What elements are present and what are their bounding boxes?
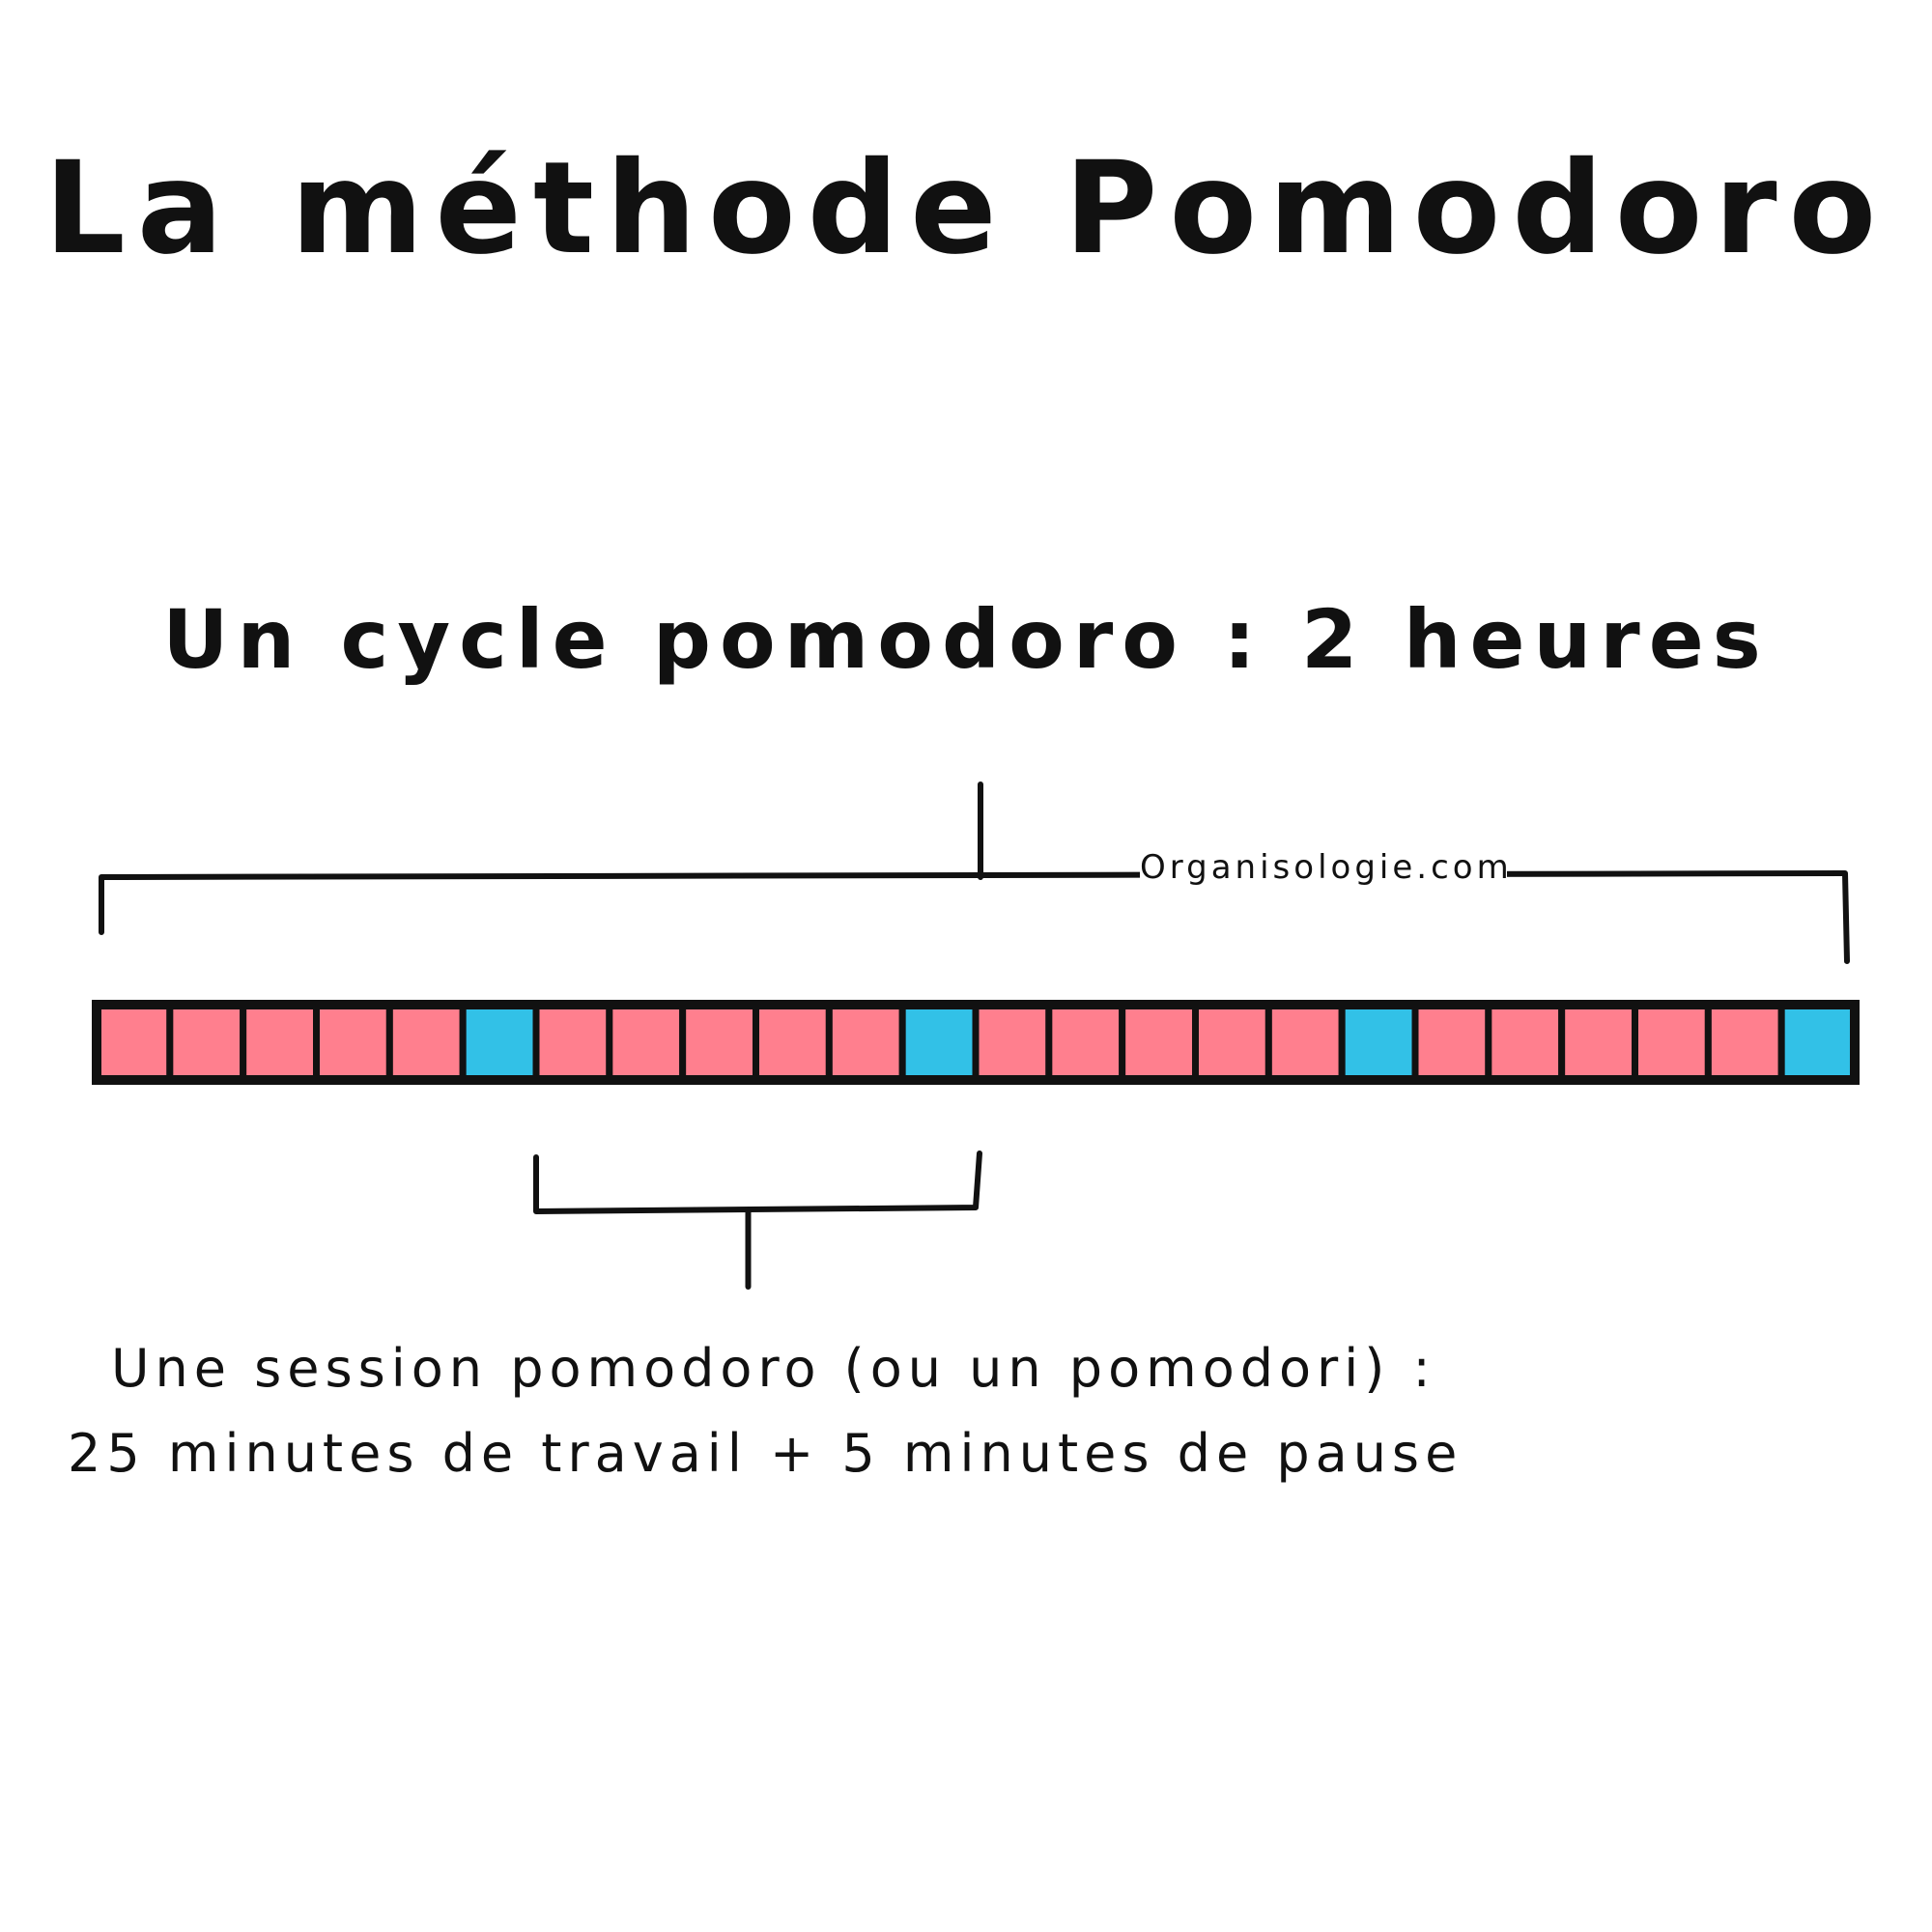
watermark-text: Organisologie.com [1140,848,1513,887]
pause-block [1777,1001,1859,1084]
session-description-line1: Une session pomodoro (ou un pomodori) : [111,1338,1436,1399]
page-title: La méthode Pomodoro [43,134,1889,283]
work-block [385,1001,467,1084]
work-block [606,1001,687,1084]
work-block [1704,1001,1785,1084]
pause-block [898,1001,980,1084]
pause-block [1338,1001,1419,1084]
cycle-bracket-line [99,870,1850,964]
work-block [825,1001,906,1084]
session-bracket-line [533,1151,982,1214]
work-highlight: travail [524,1428,761,1501]
work-block [1045,1001,1126,1084]
session-bracket [533,1151,982,1290]
work-block [166,1001,247,1084]
pomodoro-blocks [92,1000,1860,1085]
work-block [313,1001,393,1084]
work-block [240,1001,321,1084]
work-block [1192,1001,1272,1084]
desc-pause-word: pause [1276,1423,1463,1484]
work-block [532,1001,613,1084]
work-block [753,1001,833,1084]
timeline-outline [92,1000,1860,1085]
work-block [1264,1001,1346,1084]
work-block [679,1001,760,1084]
cycle-subtitle: Un cycle pomodoro : 2 heures [162,592,1770,687]
work-block [972,1001,1053,1084]
work-block [1558,1001,1638,1084]
work-block [1485,1001,1566,1084]
work-block [1411,1001,1492,1084]
desc-work-word: travail [541,1423,748,1484]
session-description-line2: 25 minutes de travail + 5 minutes de pau… [68,1428,1477,1501]
pause-block [459,1001,540,1084]
pause-highlight: pause [1259,1428,1477,1501]
desc-prefix: 25 minutes de [68,1423,542,1484]
work-block [1119,1001,1199,1084]
cycle-bracket [99,781,1850,964]
desc-middle: + 5 minutes de [747,1423,1277,1484]
work-block [1632,1001,1712,1084]
work-block [93,1001,174,1084]
